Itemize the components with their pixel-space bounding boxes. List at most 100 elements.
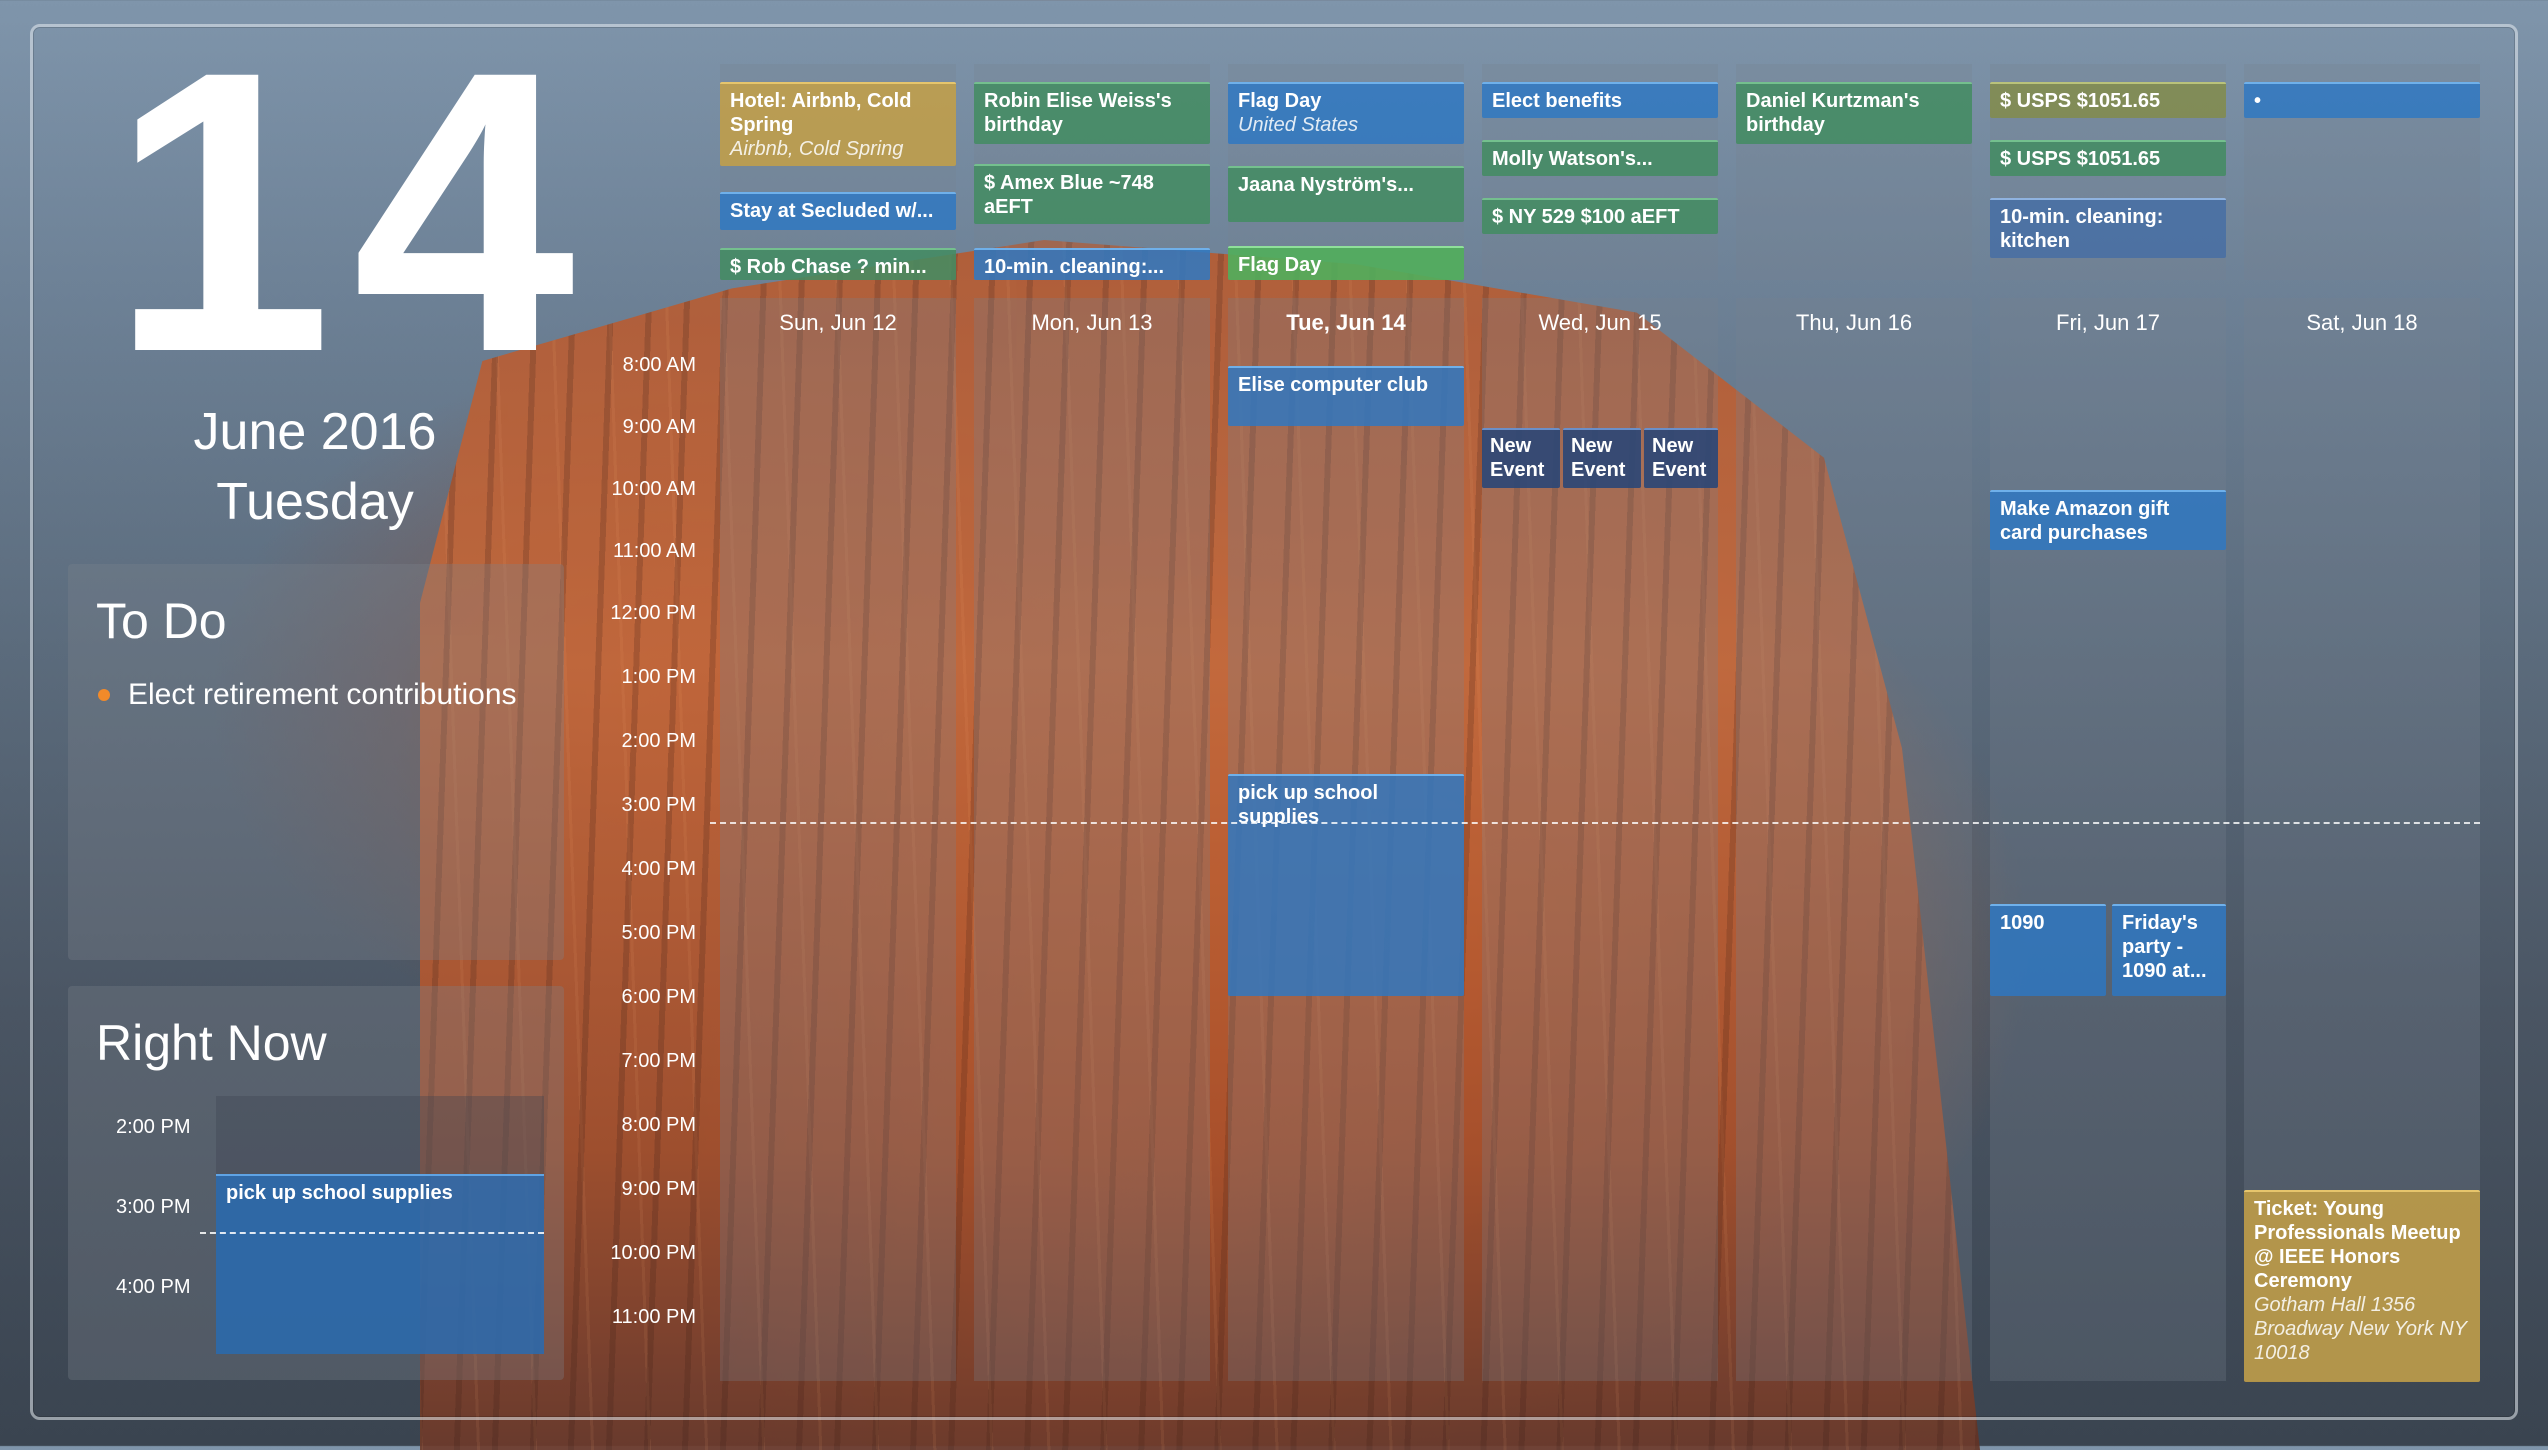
- event-title: $ NY 529 $100 aEFT: [1492, 206, 1680, 228]
- todo-item[interactable]: Elect retirement contributions: [98, 678, 517, 712]
- time-label: 12:00 PM: [610, 602, 696, 624]
- day-number: 14: [110, 0, 595, 435]
- event-location: United States: [1238, 114, 1359, 136]
- event-title: •: [2254, 90, 2262, 112]
- allday-event[interactable]: Stay at Secluded w/...: [720, 192, 956, 230]
- right-now-event[interactable]: pick up school supplies: [216, 1174, 544, 1354]
- allday-event[interactable]: Elect benefits: [1482, 82, 1718, 118]
- day-column-sun[interactable]: [720, 298, 956, 1381]
- timed-event[interactable]: New Event: [1644, 428, 1718, 488]
- timed-event[interactable]: New Event: [1482, 428, 1560, 488]
- day-header[interactable]: Fri, Jun 17: [2056, 310, 2160, 335]
- time-label: 10:00 PM: [610, 1242, 696, 1264]
- timed-event[interactable]: Friday's party - 1090 at...: [2112, 904, 2226, 996]
- timed-event[interactable]: Elise computer club: [1228, 366, 1464, 426]
- allday-event[interactable]: Robin Elise Weiss's birthday: [974, 82, 1210, 144]
- time-label: 9:00 AM: [622, 416, 696, 438]
- event-title: Flag Day: [1238, 90, 1322, 112]
- event-title: Friday's party - 1090 at...: [2122, 912, 2207, 982]
- event-title: $ Rob Chase ? min...: [730, 256, 927, 278]
- allday-event[interactable]: 10-min. cleaning: kitchen: [1990, 198, 2226, 258]
- now-indicator: [200, 1232, 544, 1234]
- allday-event[interactable]: Molly Watson's...: [1482, 140, 1718, 176]
- event-title: Elect benefits: [1492, 90, 1623, 112]
- allday-event[interactable]: $ NY 529 $100 aEFT: [1482, 198, 1718, 234]
- event-title: 10-min. cleaning: kitchen: [2000, 206, 2164, 252]
- timed-event[interactable]: New Event: [1563, 428, 1641, 488]
- todo-item-label: Elect retirement contributions: [128, 678, 517, 711]
- allday-event[interactable]: $ Rob Chase ? min...: [720, 248, 956, 280]
- weekday: Tuesday: [216, 473, 414, 531]
- time-label: 11:00 PM: [611, 1306, 696, 1328]
- day-header[interactable]: Sat, Jun 18: [2306, 310, 2418, 335]
- right-now-time: 3:00 PM: [116, 1196, 191, 1218]
- event-title: New Event: [1652, 435, 1707, 481]
- event-title: 10-min. cleaning:...: [984, 256, 1165, 278]
- time-label: 8:00 PM: [621, 1114, 696, 1136]
- month-year: June 2016: [193, 403, 437, 461]
- time-label: 7:00 PM: [621, 1050, 696, 1072]
- event-title: Hotel: Airbnb, Cold Spring: [730, 90, 912, 136]
- day-column-mon[interactable]: [974, 298, 1210, 1381]
- right-now-time: 2:00 PM: [116, 1116, 191, 1138]
- day-column-fri[interactable]: [1990, 298, 2226, 1381]
- background-wallpaper: [420, 240, 1980, 1450]
- time-label: 2:00 PM: [621, 730, 696, 752]
- event-title: Flag Day: [1238, 254, 1322, 276]
- time-label: 6:00 PM: [621, 986, 696, 1008]
- event-location: Airbnb, Cold Spring: [730, 138, 904, 160]
- timed-event[interactable]: Make Amazon gift card purchases: [1990, 490, 2226, 550]
- time-label: 8:00 AM: [622, 354, 696, 376]
- bullet-icon: [98, 689, 110, 701]
- allday-event[interactable]: Daniel Kurtzman's birthday: [1736, 82, 1972, 144]
- right-now-title: Right Now: [96, 1015, 327, 1071]
- allday-event[interactable]: Hotel: Airbnb, Cold Spring Airbnb, Cold …: [720, 82, 956, 166]
- event-title: New Event: [1571, 435, 1626, 481]
- event-title: $ USPS $1051.65: [2000, 90, 2161, 112]
- day-header[interactable]: Mon, Jun 13: [1031, 310, 1153, 335]
- todo-panel: To Do Elect retirement contributions: [68, 564, 564, 960]
- event-title: Stay at Secluded w/...: [730, 200, 934, 222]
- day-column-thu[interactable]: [1736, 298, 1972, 1381]
- allday-event[interactable]: Flag Day United States: [1228, 82, 1464, 144]
- event-title: Molly Watson's...: [1492, 148, 1653, 170]
- event-title: Elise computer club: [1238, 374, 1429, 396]
- window-frame: [30, 24, 2518, 1420]
- current-time-indicator: [710, 822, 2480, 824]
- event-title: $ USPS $1051.65: [2000, 148, 2161, 170]
- time-label: 5:00 PM: [621, 922, 696, 944]
- time-label: 9:00 PM: [621, 1178, 696, 1200]
- event-title: Robin Elise Weiss's birthday: [984, 90, 1172, 136]
- todo-title: To Do: [96, 593, 227, 649]
- timed-event[interactable]: pick up school supplies: [1228, 774, 1464, 996]
- day-header-today[interactable]: Tue, Jun 14: [1286, 310, 1406, 335]
- day-header[interactable]: Wed, Jun 15: [1538, 310, 1662, 335]
- event-location: Gotham Hall 1356 Broadway New York NY 10…: [2254, 1294, 2467, 1364]
- event-title: Daniel Kurtzman's birthday: [1746, 90, 1920, 136]
- timed-event[interactable]: 1090: [1990, 904, 2106, 996]
- time-label: 11:00 AM: [612, 540, 696, 562]
- allday-event[interactable]: Flag Day: [1228, 246, 1464, 280]
- event-title: New Event: [1490, 435, 1545, 481]
- time-label: 10:00 AM: [611, 478, 696, 500]
- allday-event[interactable]: $ USPS $1051.65: [1990, 82, 2226, 118]
- time-label: 4:00 PM: [621, 858, 696, 880]
- allday-event[interactable]: $ USPS $1051.65: [1990, 140, 2226, 176]
- right-now-event-title: pick up school supplies: [226, 1182, 453, 1204]
- right-now-panel: Right Now 2:00 PM 3:00 PM 4:00 PM pick u…: [68, 986, 564, 1380]
- event-title: Ticket: Young Professionals Meetup @ IEE…: [2254, 1198, 2461, 1292]
- allday-event[interactable]: •: [2244, 82, 2480, 118]
- event-title: Make Amazon gift card purchases: [2000, 498, 2170, 544]
- right-now-time: 4:00 PM: [116, 1276, 191, 1298]
- time-label: 1:00 PM: [621, 666, 696, 688]
- allday-event[interactable]: $ Amex Blue ~748 aEFT: [974, 164, 1210, 224]
- event-title: $ Amex Blue ~748 aEFT: [984, 172, 1154, 218]
- day-header[interactable]: Sun, Jun 12: [779, 310, 897, 335]
- allday-event[interactable]: 10-min. cleaning:...: [974, 248, 1210, 280]
- event-title: Jaana Nyström's...: [1238, 174, 1414, 196]
- time-label: 3:00 PM: [621, 794, 696, 816]
- day-header[interactable]: Thu, Jun 16: [1795, 310, 1913, 335]
- timed-event[interactable]: Ticket: Young Professionals Meetup @ IEE…: [2244, 1190, 2480, 1382]
- allday-event[interactable]: Jaana Nyström's...: [1228, 166, 1464, 222]
- event-title: 1090: [2000, 912, 2045, 934]
